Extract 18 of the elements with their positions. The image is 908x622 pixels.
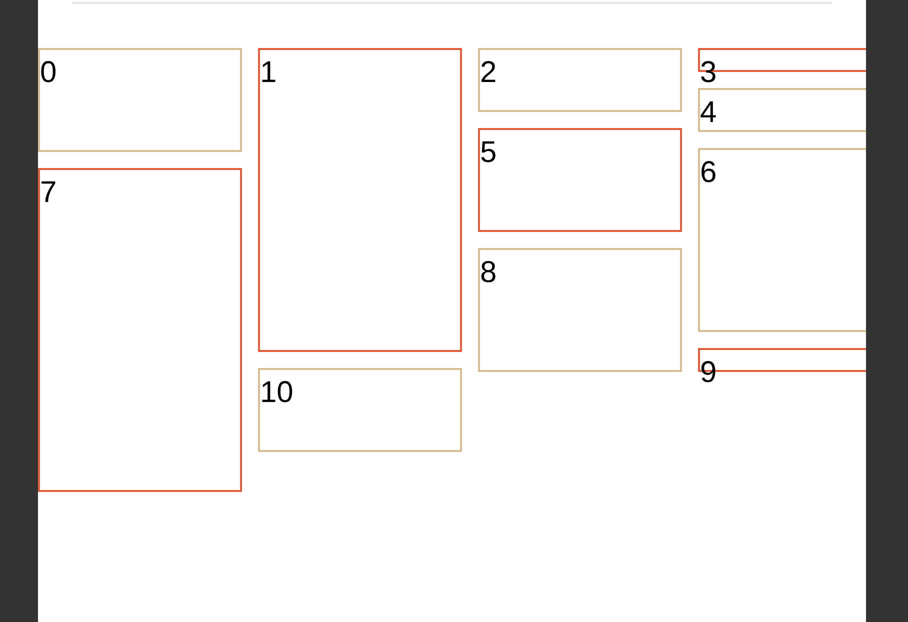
item-number: 0 — [40, 56, 57, 90]
grid-item — [698, 88, 866, 132]
grid-item — [258, 48, 462, 352]
item-number: 1 — [260, 56, 277, 90]
grid-item — [258, 368, 462, 452]
grid-item — [698, 148, 866, 332]
grid-item — [38, 48, 242, 152]
grid-item — [478, 48, 682, 112]
item-number: 10 — [260, 376, 294, 410]
item-number: 4 — [700, 96, 717, 130]
item-number: 8 — [480, 256, 497, 290]
item-number: 5 — [480, 136, 497, 170]
grid-item — [478, 248, 682, 372]
grid-item — [38, 168, 242, 492]
item-number: 2 — [480, 56, 497, 90]
grid-item — [478, 128, 682, 232]
item-number: 7 — [40, 176, 57, 210]
item-number: 6 — [700, 156, 717, 190]
